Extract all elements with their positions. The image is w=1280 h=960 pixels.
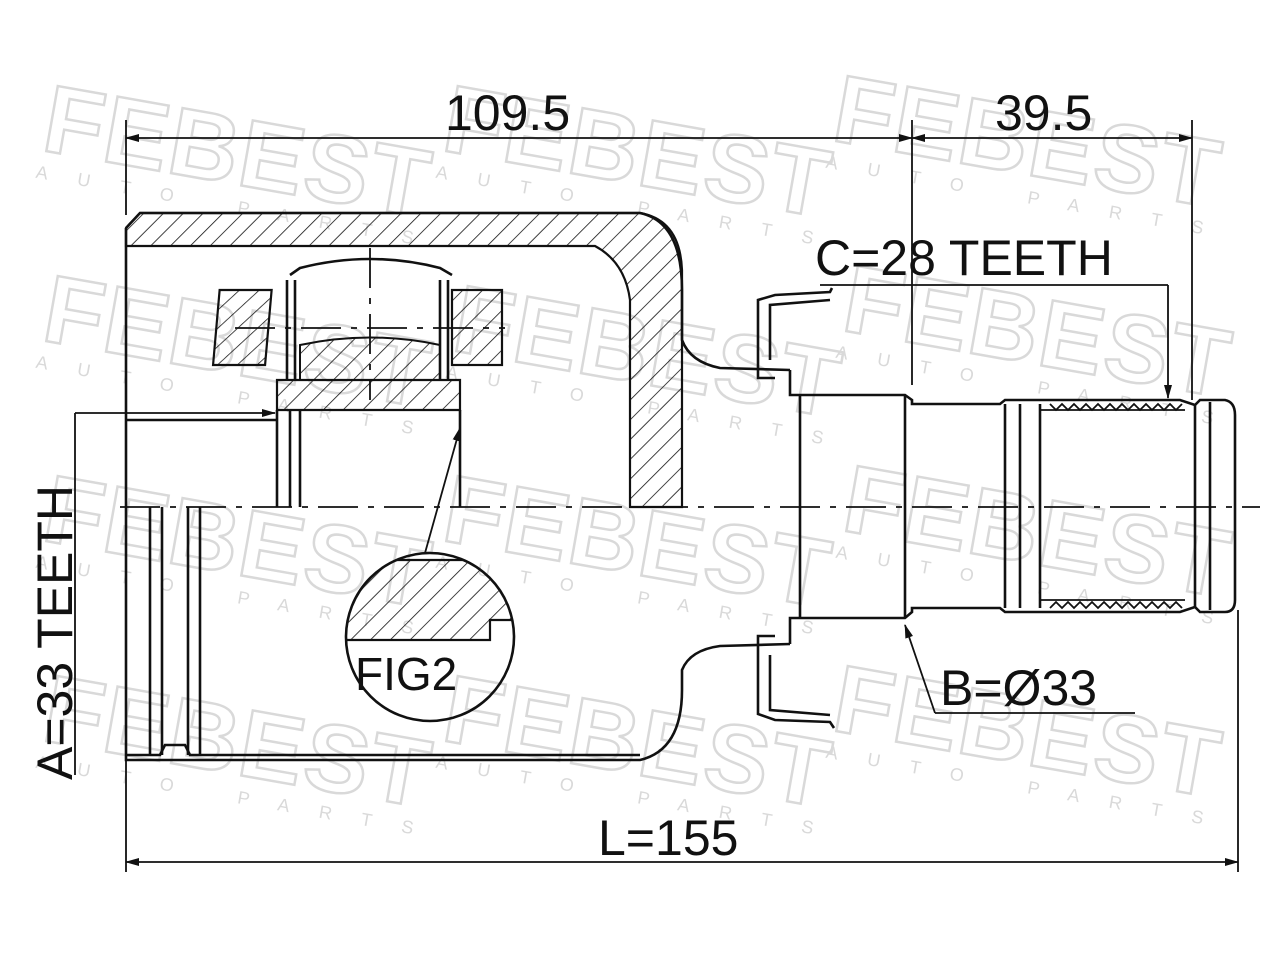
dimension-39-5: 39.5: [911, 85, 1193, 142]
callout-seal-diameter: B=Ø33: [904, 624, 1135, 716]
overall-length-label: L=155: [598, 810, 738, 866]
inner-spline-label: A=33 TEETH: [27, 485, 83, 780]
outer-spline-label: C=28 TEETH: [815, 230, 1113, 286]
dimension-109-5-label: 109.5: [445, 85, 570, 141]
tripod-roller: [211, 248, 505, 507]
fig2-label: FIG2: [355, 648, 457, 700]
seal-diameter-label: B=Ø33: [940, 660, 1097, 716]
shaft-stem: [788, 370, 1237, 644]
dimension-overall-length: L=155: [125, 810, 1239, 866]
callout-outer-spline: C=28 TEETH: [815, 230, 1172, 399]
dust-shield: [756, 287, 836, 729]
fig2-detail: FIG2: [344, 427, 516, 723]
dimension-109-5: 109.5: [125, 85, 913, 142]
dimension-39-5-label: 39.5: [995, 85, 1092, 141]
outer-housing: [124, 211, 791, 762]
callout-inner-spline: A=33 TEETH: [27, 409, 276, 780]
